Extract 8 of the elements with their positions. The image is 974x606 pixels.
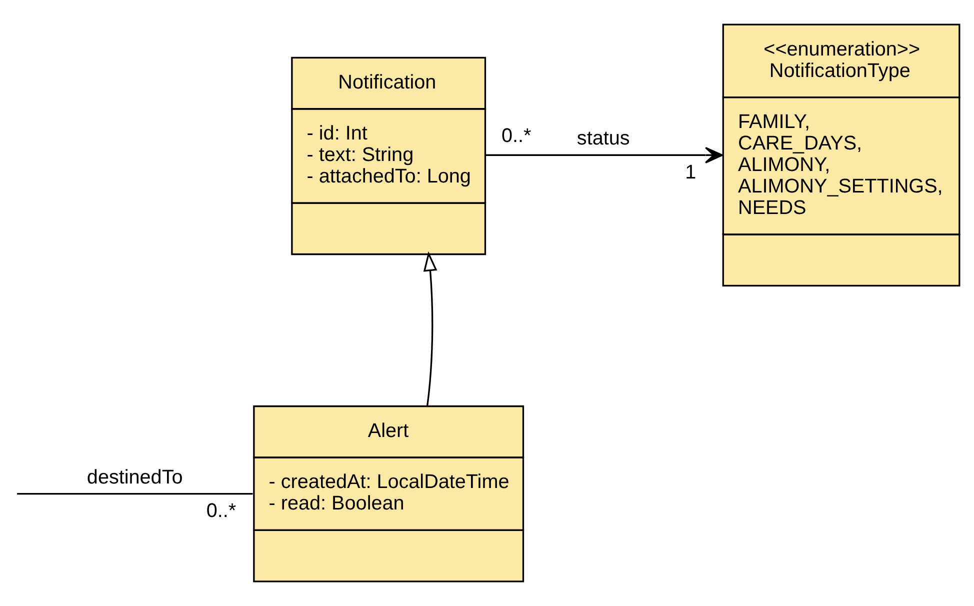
label: 1 <box>685 161 696 184</box>
connector <box>17 493 253 495</box>
label: 0..* <box>206 500 236 522</box>
arrow <box>423 251 438 406</box>
label: 0..* <box>501 125 532 148</box>
arrow <box>484 146 723 164</box>
edge-label: destinedTo <box>86 466 183 488</box>
edge-label: status <box>576 128 630 150</box>
